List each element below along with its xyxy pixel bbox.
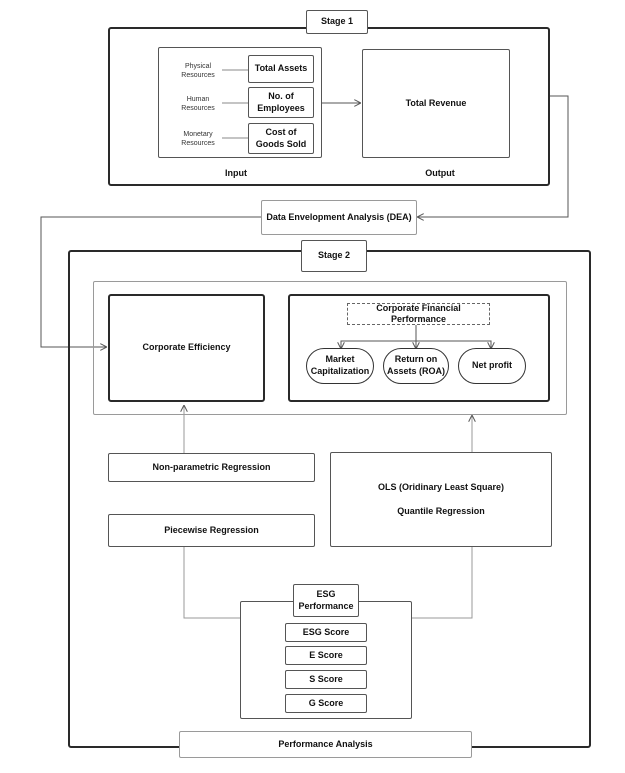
s-score-box: S Score xyxy=(285,670,367,689)
arrow-dea-efficiency xyxy=(40,216,261,347)
g-score-box: G Score xyxy=(285,694,367,713)
e-score-box: E Score xyxy=(285,646,367,665)
market-capitalization-pill: Market Capitalization xyxy=(306,348,374,384)
piecewise-regression-box: Piecewise Regression xyxy=(108,514,315,547)
net-profit-pill: Net profit xyxy=(458,348,526,384)
stage1-title: Stage 1 xyxy=(306,10,368,34)
ols-quantile-box: OLS (Oridinary Least Square) Quantile Re… xyxy=(330,452,552,547)
output-total-revenue: Total Revenue xyxy=(362,49,510,158)
roa-pill: Return on Assets (ROA) xyxy=(383,348,449,384)
financial-performance-title: Corporate Financial Performance xyxy=(347,303,490,325)
resource-physical-label: Physical Resources xyxy=(181,63,215,80)
esg-score-box: ESG Score xyxy=(285,623,367,642)
arrow-stage1-dea xyxy=(418,95,569,217)
esg-performance-title: ESG Performance xyxy=(293,584,359,617)
financial-performance-group xyxy=(288,294,550,402)
stage2-title: Stage 2 xyxy=(301,240,367,272)
resource-human-label: Human Resources xyxy=(181,96,215,113)
arrow-cfp-netprofit xyxy=(416,340,491,348)
metric-employees: No. of Employees xyxy=(248,87,314,118)
resource-monetary-label: Monetary Resources xyxy=(181,131,215,148)
corporate-efficiency-box: Corporate Efficiency xyxy=(108,294,265,402)
connector-esg-left xyxy=(183,547,240,619)
performance-analysis-box: Performance Analysis xyxy=(179,731,472,758)
ols-label: OLS (Oridinary Least Square) xyxy=(377,482,505,493)
input-label: Input xyxy=(225,168,247,178)
connector-esg-right xyxy=(412,547,473,619)
quantile-label: Quantile Regression xyxy=(397,505,485,516)
input-group xyxy=(158,47,322,158)
metric-total-assets: Total Assets xyxy=(248,55,314,83)
output-label: Output xyxy=(425,168,455,178)
nonparametric-regression-box: Non-parametric Regression xyxy=(108,453,315,482)
dea-box: Data Envelopment Analysis (DEA) xyxy=(261,200,417,235)
outcomes-frame xyxy=(93,281,567,415)
metric-cogs: Cost of Goods Sold xyxy=(248,123,314,154)
